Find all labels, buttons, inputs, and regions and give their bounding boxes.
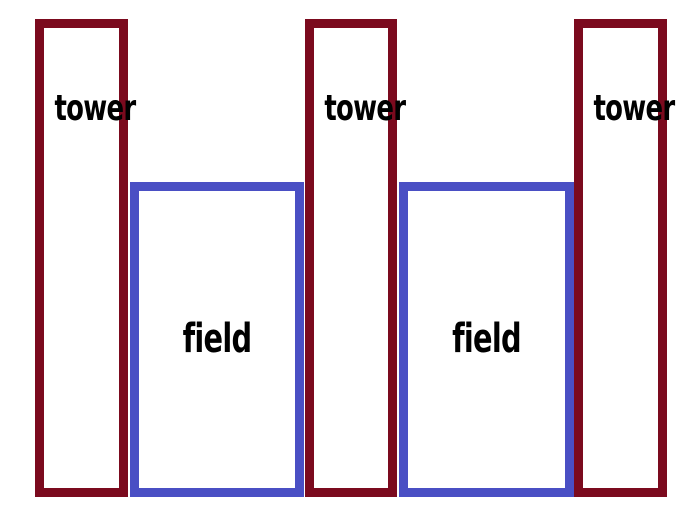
tower-label-3: tower [593,88,676,129]
tower-box-2: tower [305,19,406,497]
field-label-1: field [182,316,253,362]
field-label-2: field [452,316,522,362]
tower-box-3: tower [574,19,676,497]
tower-label-2: tower [324,88,406,129]
field-box-1: field [130,182,304,497]
field-box-2: field [399,182,574,497]
tower-label-1: tower [54,88,137,129]
tower-box-1: tower [35,19,137,497]
